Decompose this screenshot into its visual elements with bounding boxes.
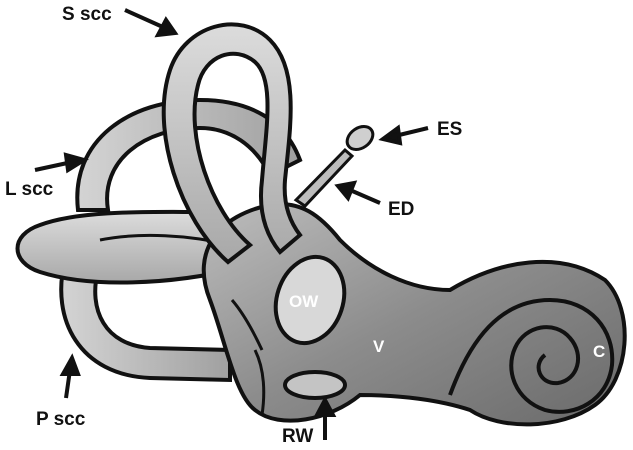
label-s-scc: S scc bbox=[62, 4, 112, 25]
label-es: ES bbox=[437, 119, 462, 140]
label-c: C bbox=[593, 342, 605, 361]
arrow-ed bbox=[350, 190, 380, 203]
arrowhead-es bbox=[383, 128, 400, 143]
label-l-scc: L scc bbox=[5, 179, 54, 200]
arrowhead-s-scc bbox=[158, 20, 175, 35]
arrow-s-scc bbox=[125, 10, 165, 28]
label-v: V bbox=[373, 337, 385, 356]
arrowhead-ed bbox=[338, 183, 354, 198]
label-p-scc: P scc bbox=[36, 409, 86, 430]
endolymphatic-duct bbox=[296, 150, 352, 206]
round-window bbox=[285, 372, 345, 398]
arrowhead-p-scc bbox=[63, 358, 78, 374]
endolymphatic-sac bbox=[343, 122, 377, 154]
vestibule-cochlea-body bbox=[204, 204, 625, 424]
label-ow: OW bbox=[289, 292, 319, 311]
label-rw: RW bbox=[282, 426, 313, 447]
label-ed: ED bbox=[388, 199, 414, 220]
